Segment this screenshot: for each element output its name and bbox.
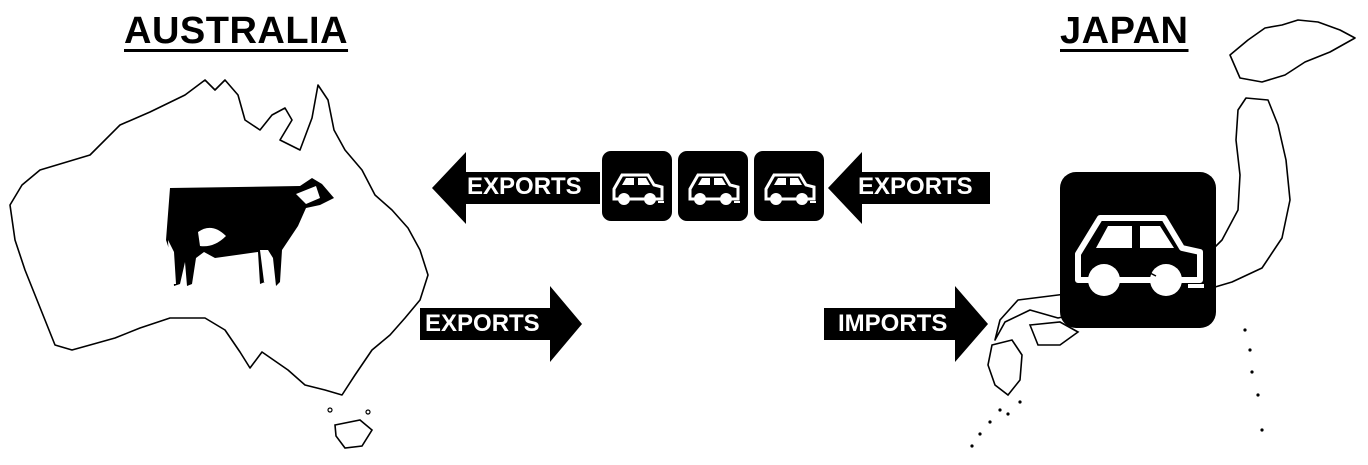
car-icon <box>678 151 748 221</box>
arrow-label-top-left: EXPORTS <box>467 173 582 200</box>
japan-honshu <box>994 97 1291 341</box>
japan-shikoku <box>1028 321 1080 346</box>
japan-title: JAPAN <box>1060 10 1189 52</box>
japan-car-icon <box>1060 172 1216 328</box>
arrow-label-bottom-right: IMPORTS <box>838 310 948 337</box>
arrow-bottom-right <box>824 286 988 362</box>
tasmania-map <box>334 419 374 449</box>
car-icon <box>754 151 824 221</box>
cow-icon <box>166 178 334 286</box>
australia-title: AUSTRALIA <box>124 10 349 52</box>
japan-kyushu <box>987 339 1023 397</box>
arrow-top-left <box>432 152 600 224</box>
japan-hokkaido <box>1229 19 1356 83</box>
arrow-bottom-left <box>420 286 582 362</box>
australia-map <box>9 79 429 396</box>
arrow-top-right <box>828 152 990 224</box>
arrow-label-bottom-left: EXPORTS <box>425 310 540 337</box>
car-icon <box>602 151 672 221</box>
japan-islands <box>970 328 1264 448</box>
arrow-label-top-right: EXPORTS <box>858 173 973 200</box>
